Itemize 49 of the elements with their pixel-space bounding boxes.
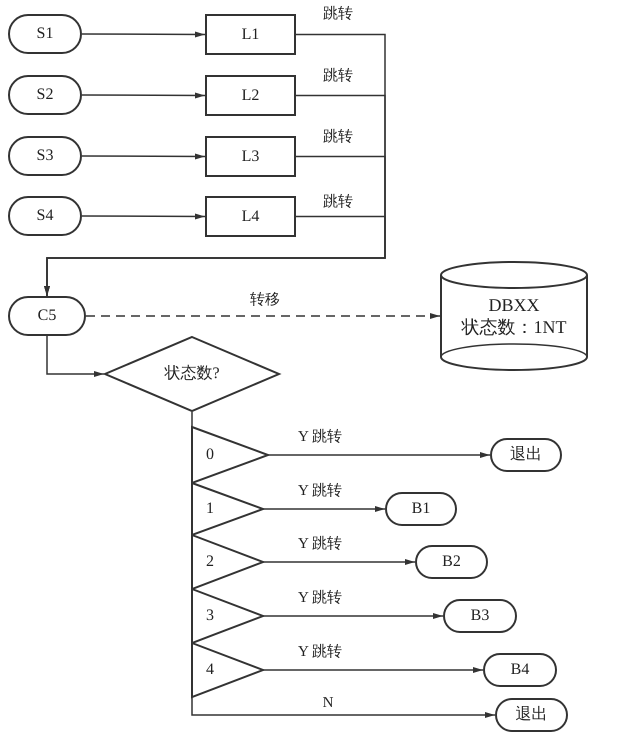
connector-arrow (44, 216, 386, 296)
node-label: S3 (36, 146, 54, 166)
node-label: 2 (206, 552, 214, 572)
connector-arrow (82, 92, 205, 98)
connector-arrow (82, 213, 205, 220)
edge-label: 跳转 (321, 6, 355, 22)
node-label: S2 (36, 85, 54, 105)
connector-arrow (263, 613, 443, 619)
connector-arrow (86, 313, 440, 319)
process-box (205, 14, 296, 55)
node-label: 0 (206, 445, 214, 465)
connector-arrow (268, 452, 490, 458)
connector-arrow (82, 31, 205, 38)
node-label: 退出 (516, 705, 548, 725)
connector-arrow (263, 506, 385, 512)
process-box (205, 136, 296, 177)
edge-label: Y 跳转 (296, 428, 344, 446)
edge-label: 跳转 (321, 128, 355, 146)
node-label: L4 (242, 206, 260, 226)
node-label: L1 (242, 24, 260, 44)
edge-label: Y 跳转 (296, 590, 344, 606)
node-label: S1 (36, 24, 54, 44)
process-box (205, 75, 296, 116)
process-box (205, 196, 296, 237)
edge-label: 跳转 (321, 194, 355, 210)
edge-label: Y 跳转 (296, 482, 344, 500)
edge-label: 跳转 (321, 68, 355, 84)
node-label: 状态数? (164, 364, 220, 384)
node-label: B4 (510, 660, 530, 680)
node-label: 退出 (510, 445, 542, 465)
connector-arrow (263, 667, 483, 673)
edge-label: Y 跳转 (296, 644, 344, 660)
node-label: DBXX (488, 294, 540, 316)
node-label: 状态数：1NT (462, 316, 566, 338)
node-label: B1 (412, 499, 430, 519)
node-label: 3 (206, 606, 214, 626)
edge-label: 转移 (248, 292, 282, 308)
node-label: C5 (38, 306, 56, 326)
node-label: B3 (470, 606, 490, 626)
node-label: 4 (206, 660, 214, 680)
connector-arrow (82, 153, 205, 160)
node-label: S4 (36, 206, 54, 226)
connector-arrow (263, 559, 415, 565)
node-label: 1 (206, 499, 214, 519)
edge-label: Y 跳转 (296, 536, 344, 552)
node-label: B2 (442, 552, 461, 572)
node-label: L3 (242, 146, 260, 166)
node-label: L2 (242, 86, 260, 106)
connector-arrow (46, 336, 104, 377)
